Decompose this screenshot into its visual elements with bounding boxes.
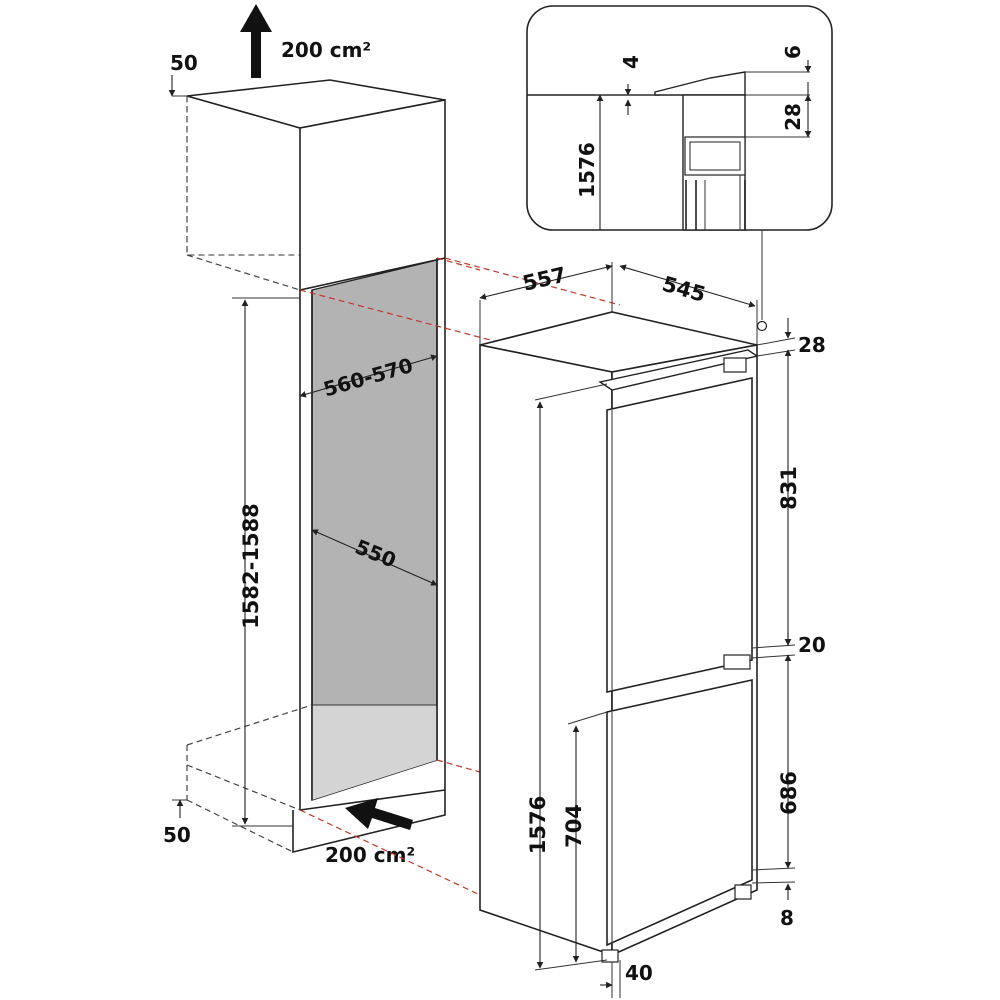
door-gap-label: 20 (798, 633, 826, 657)
appliance: 557 545 28 831 20 686 8 1576 704 40 (479, 262, 826, 998)
detail-4-label: 4 (619, 55, 643, 69)
bottom-offset-label: 8 (780, 906, 794, 930)
freezer-door-height-label: 686 (777, 771, 801, 815)
gap-top-label: 50 (170, 51, 198, 75)
fridge-door (606, 377, 753, 693)
niche-floor (312, 705, 437, 800)
gap-bottom-label: 50 (163, 823, 191, 847)
plinth-depth-label: 40 (625, 961, 653, 985)
freezer-section-height-label: 704 (562, 804, 586, 848)
vent-bottom-area-label: 200 cm² (325, 843, 415, 867)
vent-top-arrow (240, 4, 272, 78)
vent-top-area-label: 200 cm² (281, 38, 371, 62)
detail-height-label: 1576 (575, 142, 599, 198)
appliance-height-label: 1576 (526, 796, 550, 854)
cabinet-niche: 200 cm² 50 50 200 cm² 1582-1588 560-570 … (163, 4, 446, 867)
detail-28-label: 28 (781, 103, 805, 131)
appliance-width-label: 557 (520, 263, 568, 296)
niche-height-label: 1582-1588 (239, 503, 263, 629)
fridge-door-height-label: 831 (777, 466, 801, 510)
top-clearance-label: 28 (798, 333, 826, 357)
vent-bottom-arrow (345, 798, 413, 830)
freezer-door (606, 679, 753, 947)
detail-6-label: 6 (781, 45, 805, 59)
detail-inset: 4 6 28 1576 (526, 5, 833, 332)
appliance-depth-label: 545 (660, 272, 709, 307)
